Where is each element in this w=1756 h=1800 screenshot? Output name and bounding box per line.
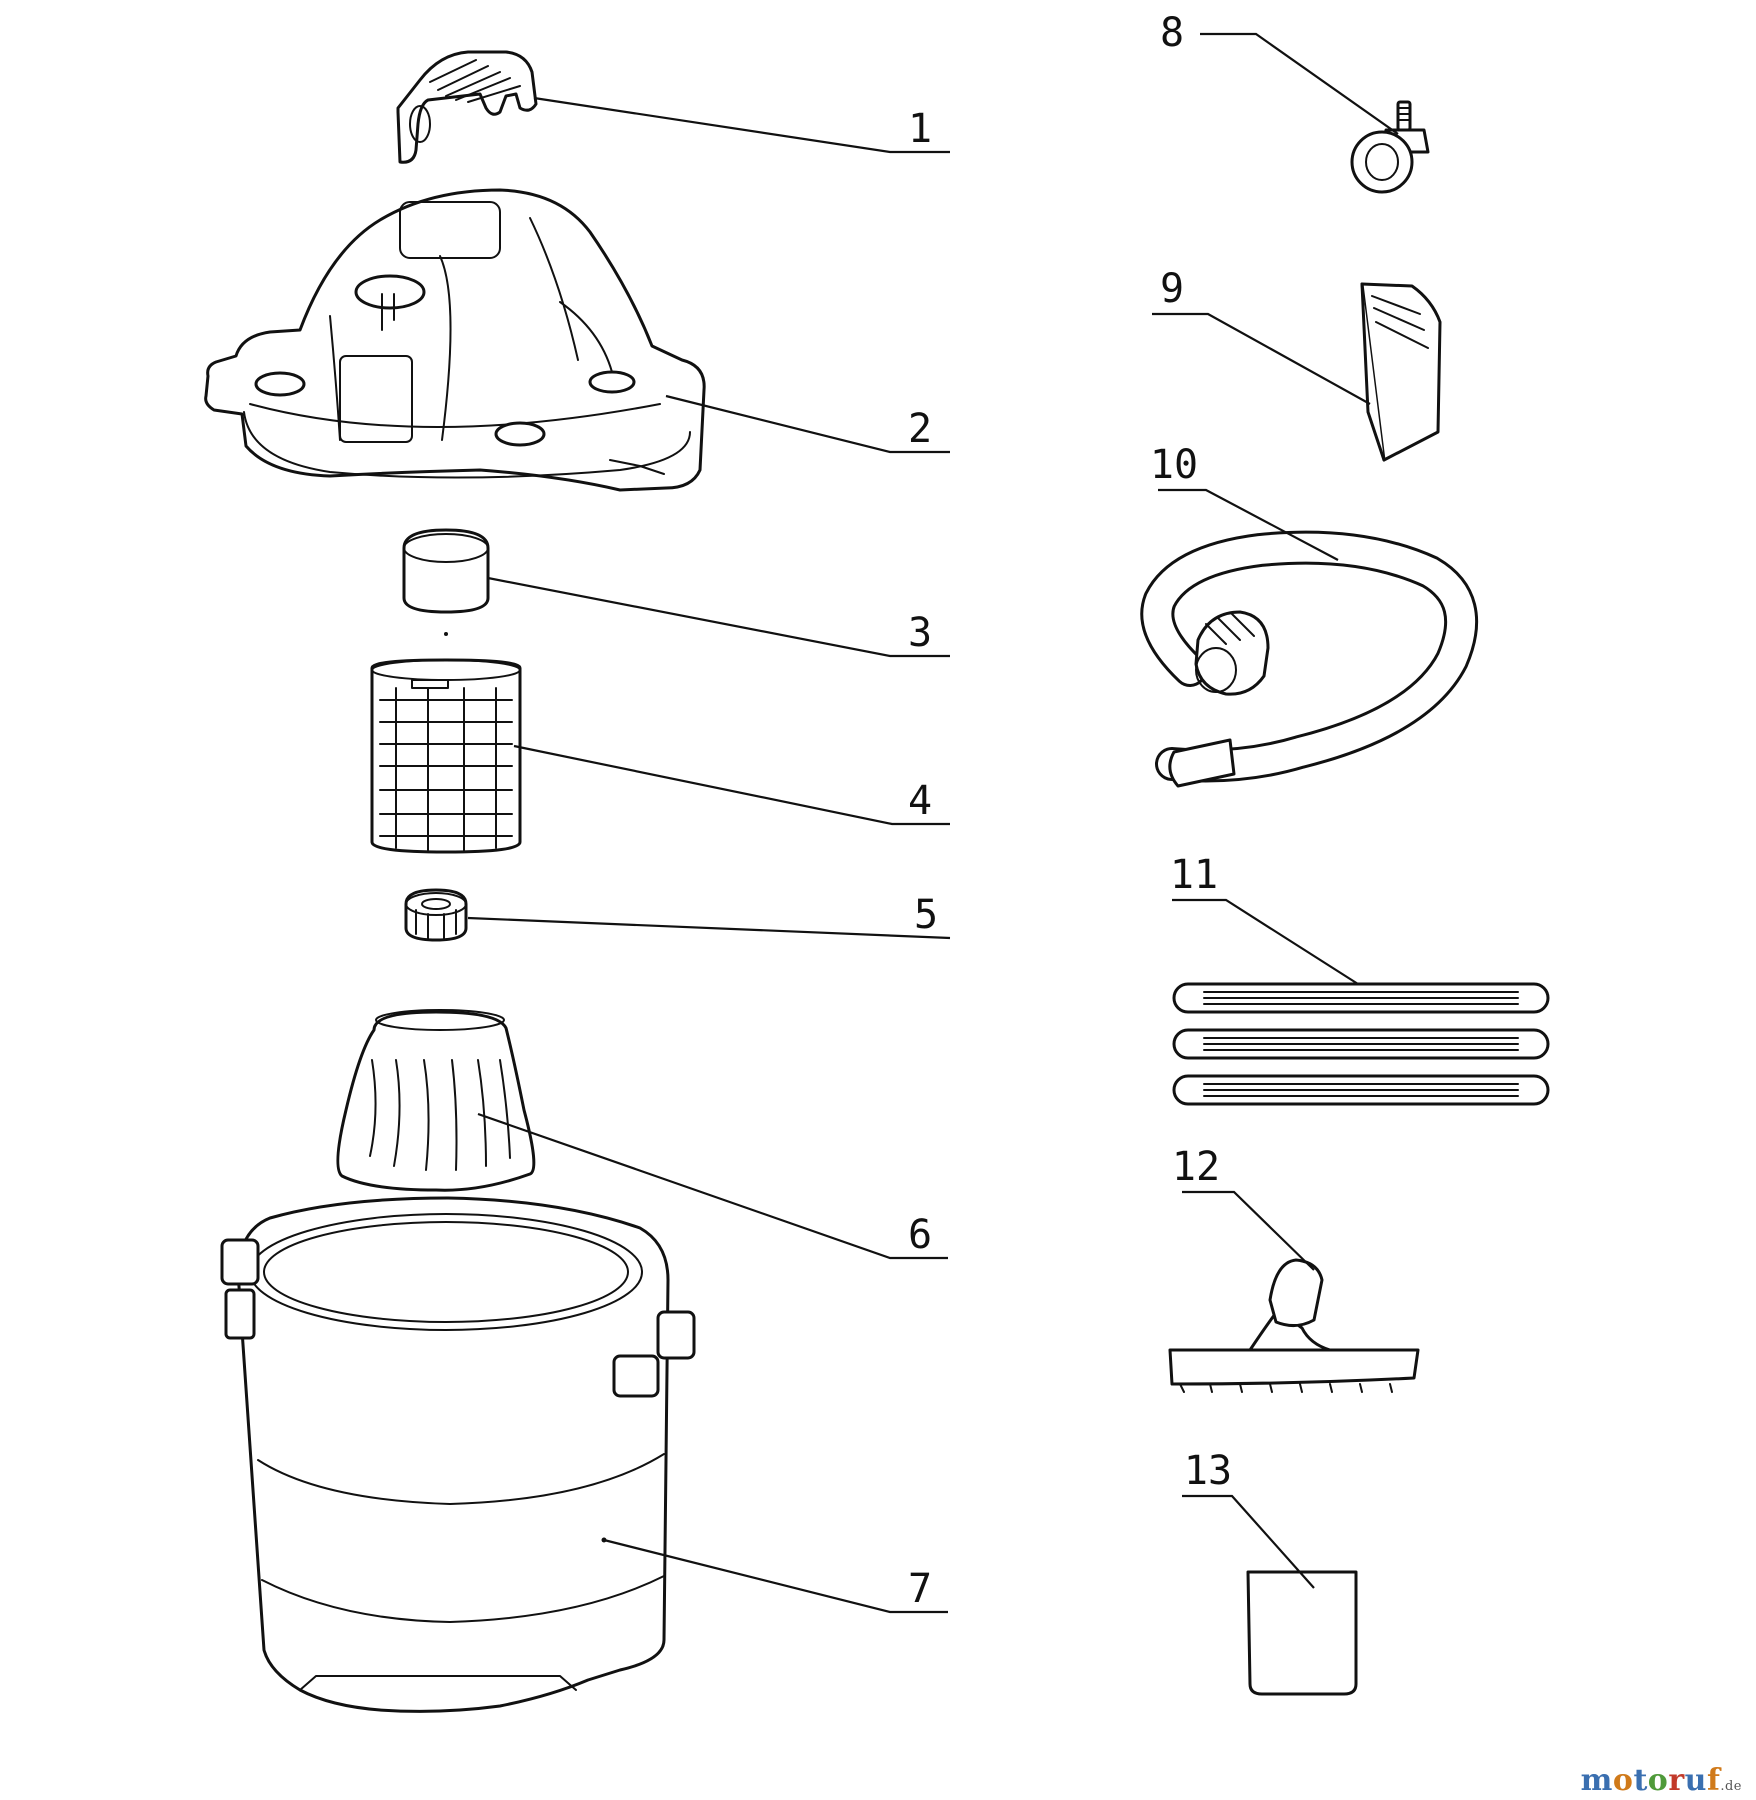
part-5-nut: [404, 888, 468, 942]
callout-13: 13: [1184, 1448, 1232, 1494]
callout-3: 3: [908, 610, 932, 656]
leader-13: [1182, 1494, 1315, 1589]
callout-10: 10: [1150, 442, 1198, 488]
callout-6: 6: [908, 1212, 932, 1258]
part-13-bag: [1246, 1570, 1358, 1696]
leader-10: [1158, 488, 1339, 561]
part-9-manual: [1360, 282, 1442, 462]
leader-6: [477, 1112, 948, 1260]
callout-1: 1: [908, 106, 932, 152]
callout-11: 11: [1170, 852, 1218, 898]
part-8-caster: [1350, 100, 1430, 194]
callout-7: 7: [908, 1566, 932, 1612]
callout-labels: 1 2 3 4 5 6 7 8 9 10 11 12 13: [908, 10, 1232, 1612]
watermark-letter: f: [1706, 1763, 1721, 1798]
callout-5: 5: [914, 892, 938, 938]
leader-5: [467, 916, 951, 940]
watermark-letter: r: [1668, 1763, 1685, 1798]
part-7-tank: [220, 1196, 696, 1713]
watermark-letter: o: [1612, 1763, 1634, 1798]
callout-4: 4: [908, 778, 932, 824]
callout-12: 12: [1172, 1144, 1220, 1190]
part-12-floor-nozzle: [1168, 1258, 1420, 1393]
part-10-hose: [1140, 530, 1479, 788]
part-1-handle: [396, 50, 538, 164]
callout-2: 2: [908, 406, 932, 452]
leader-3: [487, 576, 950, 658]
callout-8: 8: [1160, 10, 1184, 56]
part-2-motor-head: [204, 188, 706, 492]
leader-1: [533, 96, 950, 154]
watermark-letter: m: [1580, 1763, 1613, 1798]
part-4-filter-cage: [370, 658, 522, 854]
leader-7: [603, 1538, 948, 1614]
part-3-cap: [402, 528, 490, 636]
watermark-letter: u: [1684, 1763, 1707, 1798]
part-11-extension-wands: [1172, 982, 1550, 1106]
leader-11: [1172, 898, 1359, 985]
leader-8: [1200, 32, 1399, 135]
leader-12: [1182, 1190, 1315, 1271]
leader-lines: [467, 32, 1399, 1614]
watermark-logo: motoruf.de: [1581, 1763, 1742, 1798]
watermark-letter: t: [1633, 1763, 1648, 1798]
callout-9: 9: [1160, 266, 1184, 312]
watermark-letter: o: [1647, 1763, 1669, 1798]
leader-2: [665, 394, 950, 454]
watermark-suffix: .de: [1720, 1779, 1742, 1794]
leader-4: [513, 744, 950, 826]
leader-9: [1152, 312, 1371, 405]
part-6-filter-bag: [336, 1009, 536, 1192]
